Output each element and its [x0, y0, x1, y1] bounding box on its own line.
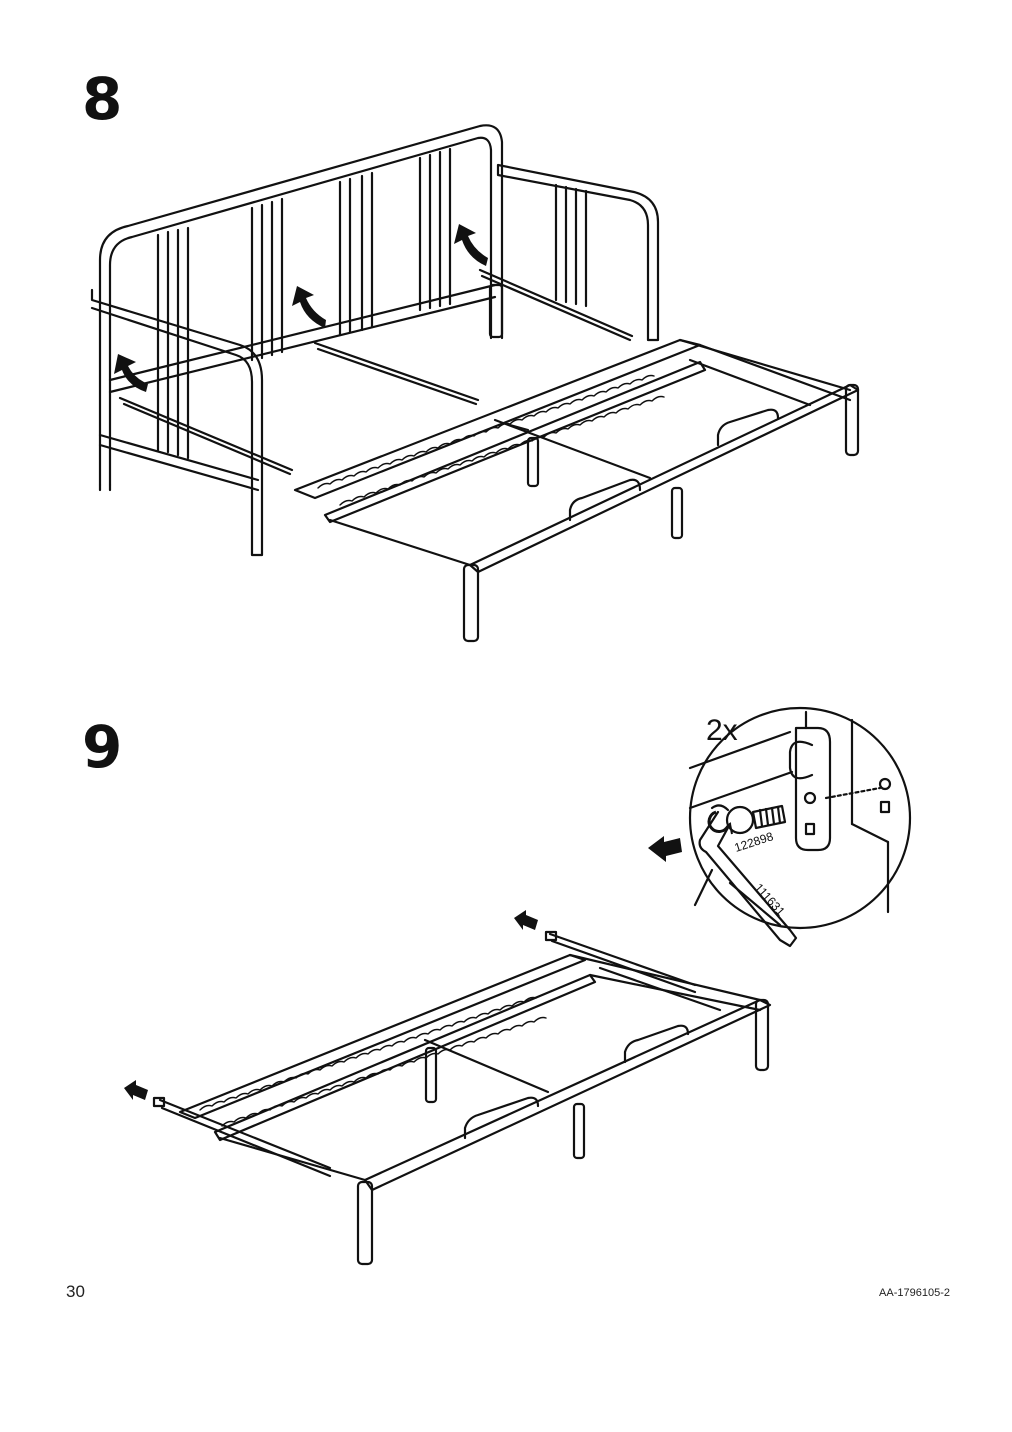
curved-arrow-icon — [454, 224, 488, 266]
page-number: 30 — [66, 1282, 85, 1301]
arrow-left-icon — [124, 1080, 148, 1100]
step-9-number: 9 — [82, 713, 123, 781]
rotate-icon — [709, 812, 732, 834]
arrow-left-icon — [648, 836, 682, 862]
step-8-number: 8 — [82, 65, 123, 133]
arrow-left-icon — [514, 910, 538, 930]
step-9-illustration: 2x 122898 111631 — [124, 0, 1012, 1300]
quantity-label: 2x — [706, 714, 738, 747]
step-8-illustration — [0, 0, 1012, 660]
curved-arrow-icon — [114, 354, 148, 392]
document-code: AA-1796105-2 — [879, 1287, 950, 1299]
curved-arrow-icon — [292, 286, 326, 328]
